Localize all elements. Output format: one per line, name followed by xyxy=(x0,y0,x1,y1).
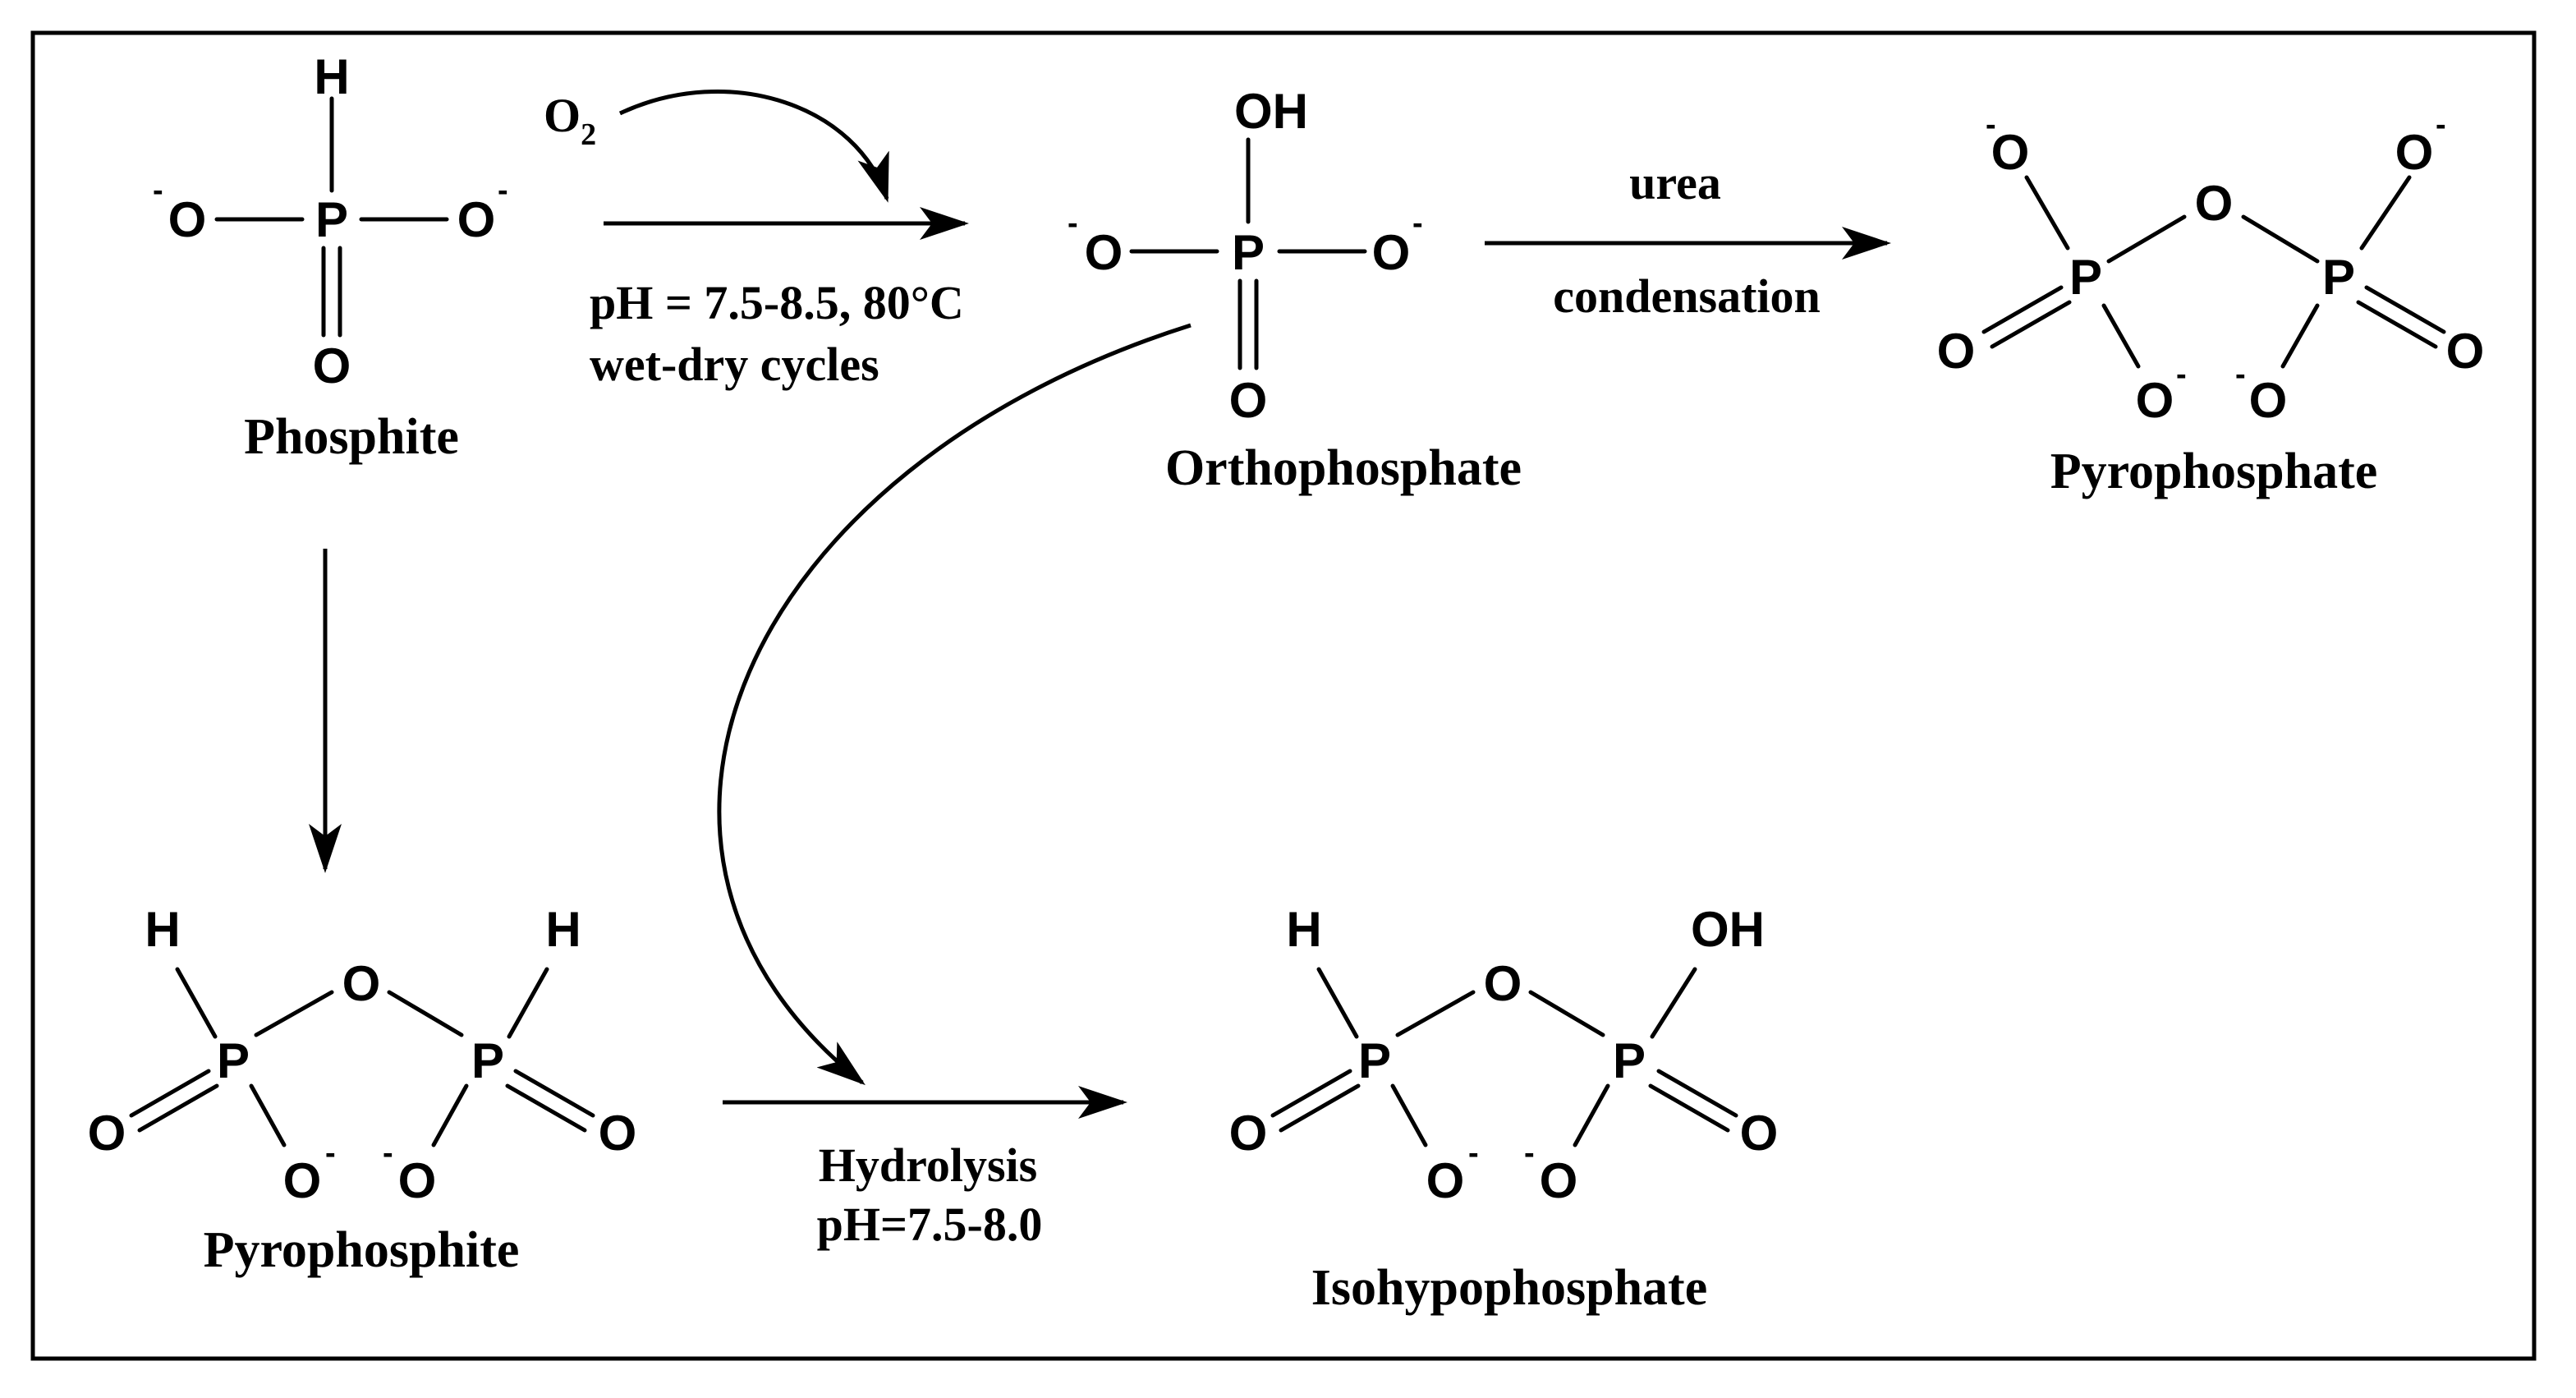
isohypophosphate-right-double-o-atom: O xyxy=(1740,1106,1779,1161)
phosphite-p-atom: P xyxy=(315,192,348,247)
isohypophosphate-left-p-atom: P xyxy=(1358,1033,1391,1088)
pyrophosphite-structure: H O H P P O O O - - O xyxy=(88,902,637,1208)
pyrophosphate-bottom-right-o-atom: O xyxy=(2249,373,2288,428)
isohypophosphate-bottom-left-charge: - xyxy=(1468,1136,1479,1170)
pyrophosphite-bottom-right-charge: - xyxy=(383,1136,393,1170)
isohypophosphate-oh-group: OH xyxy=(1691,902,1765,957)
diagram-frame xyxy=(30,30,2537,1361)
pyrophosphite-right-double-o-atom: O xyxy=(599,1106,637,1161)
phosphite-structure: H - O P O - O xyxy=(153,49,508,393)
phosphite-h-atom: H xyxy=(314,49,349,104)
isohypophosphate-left-double-o-atom: O xyxy=(1229,1106,1268,1161)
orthophosphate-oh-group: OH xyxy=(1234,84,1308,139)
orthophosphate-right-charge: - xyxy=(1412,206,1423,241)
pyrophosphate-bottom-right-charge: - xyxy=(2235,357,2246,392)
pyrophosphate-bottom-left-o-atom: O xyxy=(2136,373,2174,428)
phosphite-left-charge: - xyxy=(153,173,163,208)
phosphite-bottom-o-atom: O xyxy=(313,338,351,393)
pyrophosphite-right-h-atom: H xyxy=(545,902,581,957)
pyrophosphite-left-h-atom: H xyxy=(145,902,180,957)
pyrophosphate-top-right-o-atom: O xyxy=(2395,125,2434,180)
pyrophosphite-left-p-atom: P xyxy=(217,1033,250,1088)
isohypophosphate-right-p-atom: P xyxy=(1613,1033,1646,1088)
pyrophosphate-bridge-o-atom: O xyxy=(2195,176,2234,231)
hydrolysis-conditions: pH=7.5-8.0 xyxy=(817,1198,1043,1251)
pyrophosphite-bottom-left-charge: - xyxy=(325,1136,336,1170)
isohypophosphate-bottom-left-o-atom: O xyxy=(1426,1153,1465,1208)
isohypophosphate-label: Isohypophosphate xyxy=(1311,1260,1707,1316)
pyrophosphate-top-left-o-atom: O xyxy=(1991,125,2030,180)
pyrophosphate-top-right-charge: - xyxy=(2436,108,2446,142)
phosphite-right-o-atom: O xyxy=(457,192,496,247)
pyrophosphite-bottom-right-o-atom: O xyxy=(398,1153,437,1208)
isohypophosphate-bottom-right-charge: - xyxy=(1524,1136,1535,1170)
isohypophosphate-bottom-right-o-atom: O xyxy=(1540,1153,1578,1208)
oxidation-conditions-line2: wet-dry cycles xyxy=(590,338,879,391)
orthophosphate-left-o-atom: O xyxy=(1085,225,1123,280)
pyrophosphate-top-left-charge: - xyxy=(1986,108,1996,142)
phosphite-right-charge: - xyxy=(498,173,508,208)
pyrophosphite-right-p-atom: P xyxy=(471,1033,504,1088)
orthophosphate-left-charge: - xyxy=(1068,206,1078,241)
orthophosphate-right-o-atom: O xyxy=(1372,225,1411,280)
pyrophosphate-bottom-left-charge: - xyxy=(2176,357,2187,392)
pyrophosphite-left-double-o-atom: O xyxy=(88,1106,126,1161)
orthophosphate-bottom-o-atom: O xyxy=(1229,373,1268,428)
oxygen-curved-arrow xyxy=(618,89,889,203)
pyrophosphite-bridge-o-atom: O xyxy=(342,956,381,1011)
condensation-label: condensation xyxy=(1553,269,1821,323)
orthophosphate-structure: OH - O P O - O xyxy=(1068,84,1423,428)
pyrophosphate-left-p-atom: P xyxy=(2069,250,2102,305)
pyrophosphate-right-p-atom: P xyxy=(2322,250,2355,305)
pyrophosphate-right-double-o-atom: O xyxy=(2446,324,2485,379)
pyrophosphate-label: Pyrophosphate xyxy=(2050,444,2378,499)
orthophosphate-to-isohypophosphate-arrow xyxy=(717,323,1192,1086)
isohypophosphate-structure: H O OH P P O O O - - O xyxy=(1229,902,1779,1208)
isohypophosphate-bridge-o-atom: O xyxy=(1484,956,1522,1011)
hydrolysis-label: Hydrolysis xyxy=(819,1138,1037,1192)
phosphite-left-o-atom: O xyxy=(168,192,207,247)
orthophosphate-label: Orthophosphate xyxy=(1165,440,1522,496)
oxidation-conditions-line1: pH = 7.5-8.5, 80°C xyxy=(590,276,964,329)
condensation-reagent: urea xyxy=(1629,156,1721,209)
oxygen-reagent: O2 xyxy=(544,89,596,152)
isohypophosphate-h-atom: H xyxy=(1286,902,1321,957)
pyrophosphite-bottom-left-o-atom: O xyxy=(283,1153,322,1208)
pyrophosphate-structure: - O O O - P P O O O - - O xyxy=(1937,108,2485,428)
pyrophosphite-label: Pyrophosphite xyxy=(204,1222,520,1278)
phosphite-label: Phosphite xyxy=(244,409,459,465)
pyrophosphate-left-double-o-atom: O xyxy=(1937,324,1976,379)
orthophosphate-p-atom: P xyxy=(1232,225,1265,280)
